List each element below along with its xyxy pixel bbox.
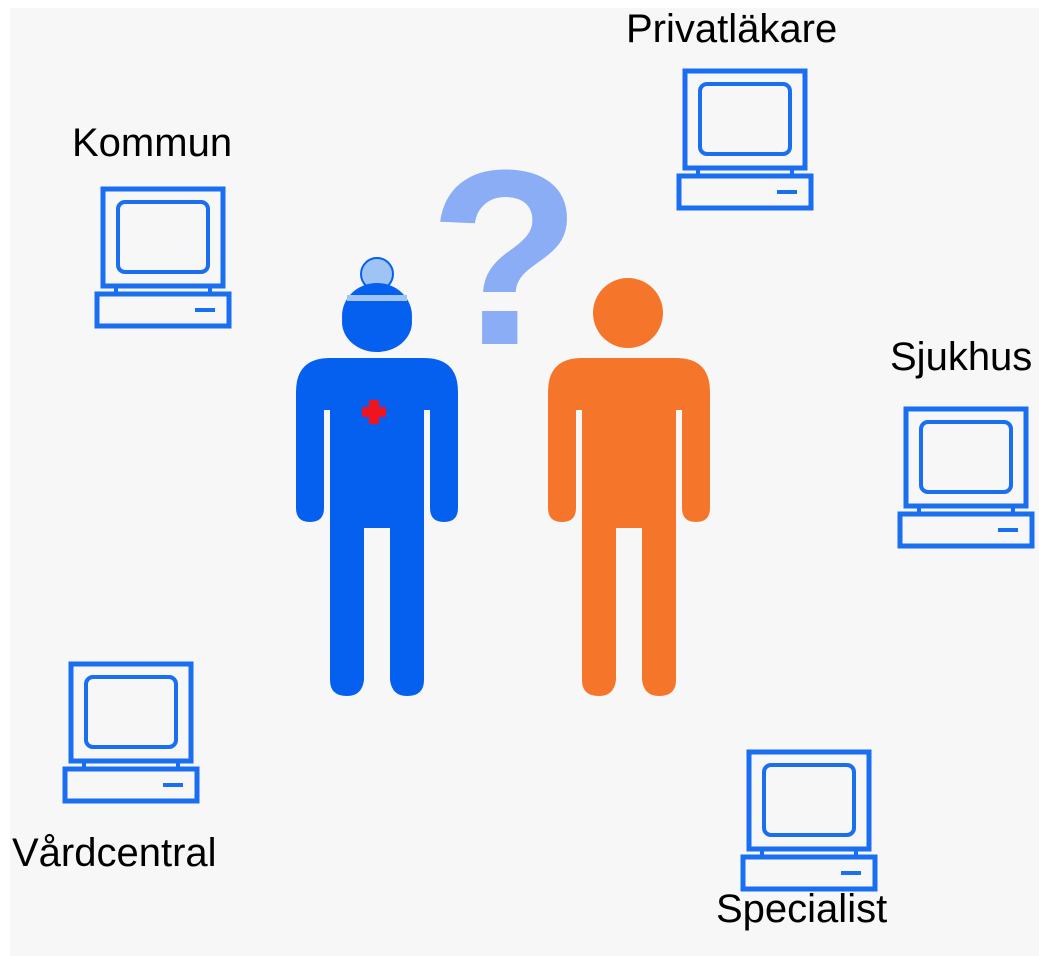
patient-icon [548, 278, 710, 696]
question-mark-icon: ? [429, 118, 582, 397]
node-label-privatlakare: Privatläkare [626, 7, 837, 51]
red-cross-icon [362, 400, 386, 424]
doctor-icon [296, 257, 458, 696]
node-label-specialist: Specialist [716, 887, 887, 931]
node-label-kommun: Kommun [72, 121, 232, 165]
node-label-sjukhus: Sjukhus [890, 335, 1032, 379]
node-label-vardcentral: Vårdcentral [12, 831, 217, 875]
